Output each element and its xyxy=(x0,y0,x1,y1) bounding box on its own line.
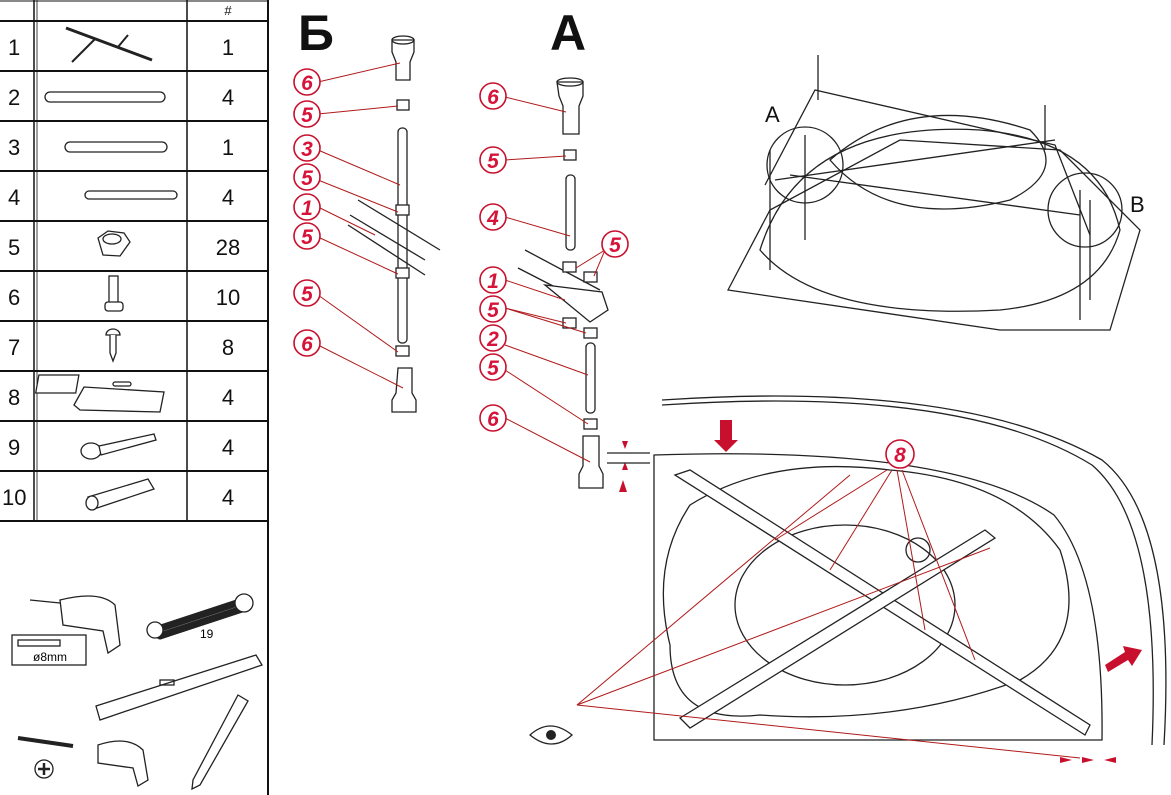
callout-label: 6 xyxy=(487,86,499,109)
callout-label: 5 xyxy=(301,226,313,249)
part-quantity: 1 xyxy=(222,135,234,160)
frame-cross-icon xyxy=(65,26,153,63)
part-number: 3 xyxy=(8,135,20,160)
callout-label: 5 xyxy=(487,357,499,380)
callout-label: 5 xyxy=(301,104,313,127)
part-number: 1 xyxy=(8,35,20,60)
part-number: 4 xyxy=(8,185,20,210)
screwdriver-drill-icon xyxy=(17,736,149,787)
callout-label: 1 xyxy=(487,270,499,293)
wall-plug-icon xyxy=(85,478,155,511)
callout-label: 2 xyxy=(486,328,499,351)
part-quantity: 4 xyxy=(222,435,234,460)
part-quantity: 4 xyxy=(222,385,234,410)
assembly-b: Б 6 5 3 5 1 5 5 6 xyxy=(293,5,441,413)
pencil-icon xyxy=(191,694,249,791)
part-number: 2 xyxy=(8,85,20,110)
part-quantity: 4 xyxy=(222,485,234,510)
assembly-a-title: А xyxy=(550,5,586,61)
part-quantity: 10 xyxy=(216,285,240,310)
screw-icon xyxy=(105,328,121,363)
bracket-icon xyxy=(34,374,165,413)
callout-label: 3 xyxy=(301,138,313,161)
part-quantity: 4 xyxy=(222,185,234,210)
drill-bit-size: ø8mm xyxy=(33,650,67,664)
short-rod-icon xyxy=(84,190,178,200)
assembly-a: А 6 5 4 5 1 5 2 5 6 xyxy=(479,5,650,492)
callout-label: 6 xyxy=(301,72,313,95)
plan-view: 8 xyxy=(529,395,1167,763)
callout-label: 5 xyxy=(301,167,313,190)
long-rod-icon xyxy=(44,91,166,103)
overview-label-b: B xyxy=(1130,192,1145,217)
wrench-icon xyxy=(146,593,254,640)
table-row: 10 4 xyxy=(2,485,234,510)
part-quantity: 8 xyxy=(222,335,234,360)
callout-label: 5 xyxy=(487,150,499,173)
part-number: 10 xyxy=(2,485,26,510)
callout-label: 5 xyxy=(301,283,313,306)
part-quantity: 1 xyxy=(222,35,234,60)
qty-header: # xyxy=(224,3,232,18)
table-row: 5 28 xyxy=(8,235,240,260)
frame-overview: A B xyxy=(726,55,1145,331)
part-number: 5 xyxy=(8,235,20,260)
foot-icon xyxy=(104,275,124,312)
callout-label: 6 xyxy=(301,333,313,356)
callout-label: 4 xyxy=(486,207,499,230)
part-number: 8 xyxy=(8,385,20,410)
part-quantity: 4 xyxy=(222,85,234,110)
phillips-bit-icon xyxy=(34,759,54,779)
callout-label: 6 xyxy=(487,408,499,431)
eye-icon xyxy=(529,725,573,745)
tools-section: ø8mm 19 xyxy=(11,593,263,791)
part-number: 9 xyxy=(8,435,20,460)
table-row: 6 10 xyxy=(8,285,240,310)
callout-label: 1 xyxy=(301,197,313,220)
plan-callout-8: 8 xyxy=(894,444,906,467)
part-quantity: 28 xyxy=(216,235,240,260)
callout-label: 5 xyxy=(609,234,621,257)
overview-label-a: A xyxy=(765,102,780,127)
wood-screw-icon xyxy=(80,433,157,460)
assembly-b-title: Б xyxy=(298,5,334,61)
spirit-level-icon xyxy=(95,654,263,721)
part-number: 7 xyxy=(8,335,20,360)
part-number: 6 xyxy=(8,285,20,310)
drill-icon xyxy=(29,595,121,655)
rod-icon xyxy=(64,141,168,153)
nut-icon xyxy=(97,230,131,257)
callout-label: 5 xyxy=(487,299,499,322)
wrench-size: 19 xyxy=(200,627,214,641)
